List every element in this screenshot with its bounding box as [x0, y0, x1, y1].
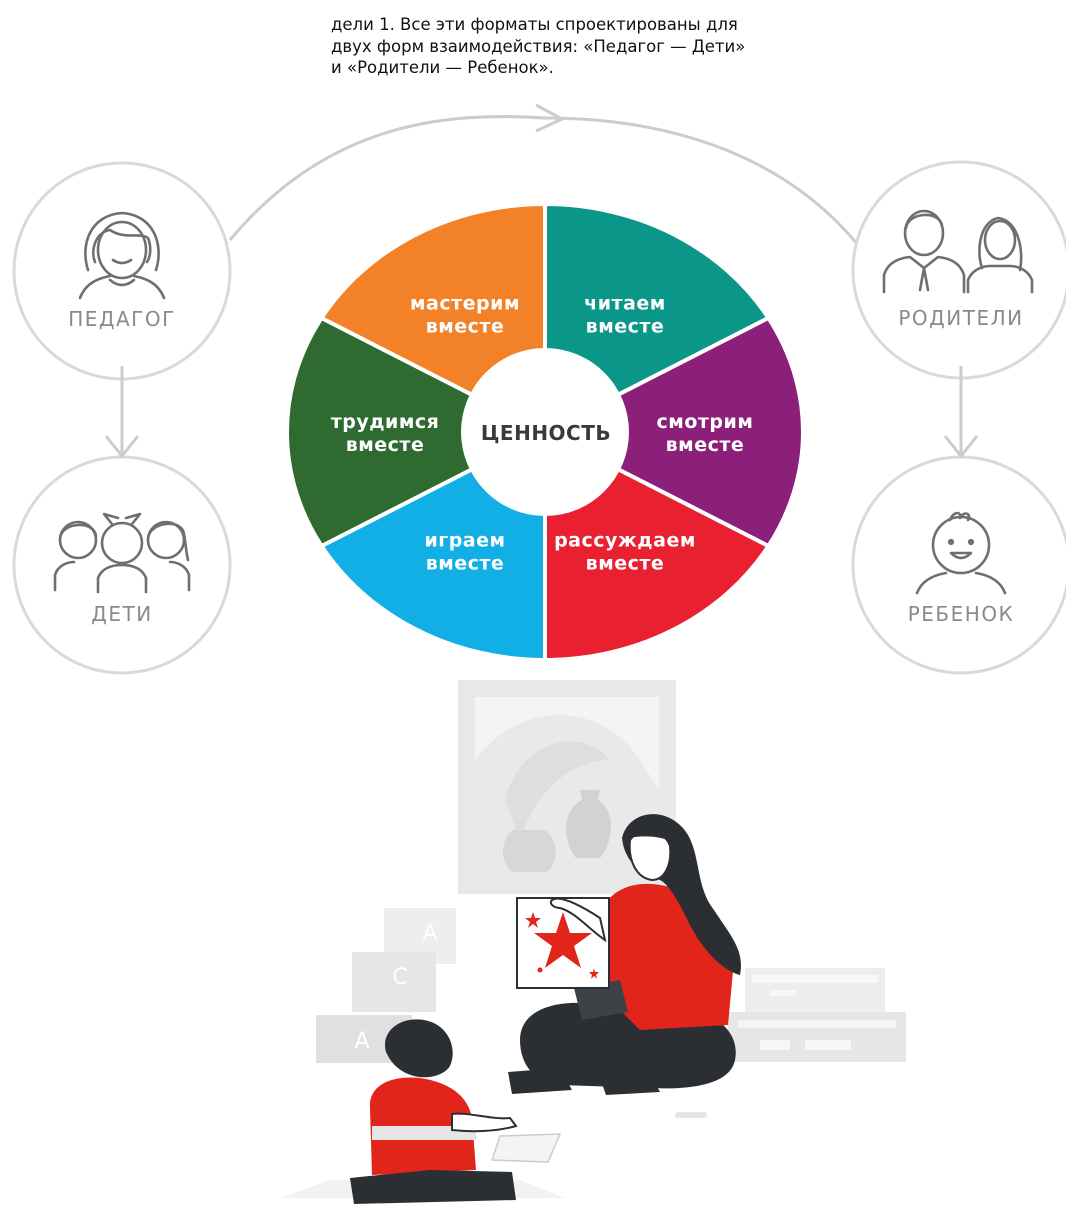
- letter-block-label: A: [354, 1029, 369, 1054]
- wheel-segment-work: [285, 315, 550, 549]
- wheel-label-line2: вместе: [586, 316, 665, 338]
- wheel-label-line1: рассуждаем: [554, 529, 696, 551]
- child-figure: [350, 1019, 562, 1204]
- teacher-circle: [12, 161, 232, 381]
- wheel-label-line1: играем: [424, 529, 505, 551]
- parents-label: РОДИТЕЛИ: [898, 306, 1023, 330]
- wheel-label-line1: смотрим: [657, 411, 754, 433]
- letter-block: [352, 952, 436, 1012]
- child-icon: [915, 511, 1007, 595]
- center-label: ЦЕННОСТЬ: [481, 421, 611, 445]
- wheel-label-line2: вместе: [426, 552, 505, 574]
- intro-line: двух форм взаимодействия: «Педагог — Дет…: [331, 36, 746, 56]
- wheel-label-line1: трудимся: [331, 411, 440, 433]
- wheel-label-line1: читаем: [584, 293, 666, 315]
- letter-block-label: A: [422, 921, 437, 946]
- wheel-label-line2: вместе: [426, 316, 505, 338]
- teacher-icon: [78, 211, 166, 300]
- arrow-down-icon: [943, 366, 979, 459]
- intro-line: и «Родители — Ребенок».: [331, 58, 554, 77]
- child-label: РЕБЕНОК: [908, 602, 1015, 626]
- arc-arrow: [228, 115, 860, 246]
- teacher-label: ПЕДАГОГ: [68, 307, 176, 331]
- storage-box: [745, 968, 885, 1012]
- wheel-center: [461, 348, 629, 516]
- intro-paragraph: дели 1. Все эти форматы спроектированы д…: [331, 14, 909, 79]
- letter-block-label: C: [392, 965, 407, 990]
- illustration: A C A: [280, 680, 906, 1204]
- children-icon: [53, 512, 191, 594]
- children-label: ДЕТИ: [91, 602, 152, 626]
- wheel-label-line2: вместе: [586, 552, 665, 574]
- arrow-down-icon: [104, 366, 140, 459]
- parents-icon: [882, 209, 1034, 294]
- child-circle: [851, 455, 1066, 675]
- storage-box: [728, 1012, 906, 1062]
- wheel-label-line2: вместе: [346, 434, 425, 456]
- star-card: [516, 897, 610, 989]
- intro-line: дели 1. Все эти форматы спроектированы д…: [331, 15, 738, 34]
- arrow-right-icon: [535, 103, 564, 133]
- wheel-segment-watch: [540, 315, 805, 549]
- wheel-label-line1: мастерим: [410, 293, 520, 315]
- wheel-label-line2: вместе: [666, 434, 745, 456]
